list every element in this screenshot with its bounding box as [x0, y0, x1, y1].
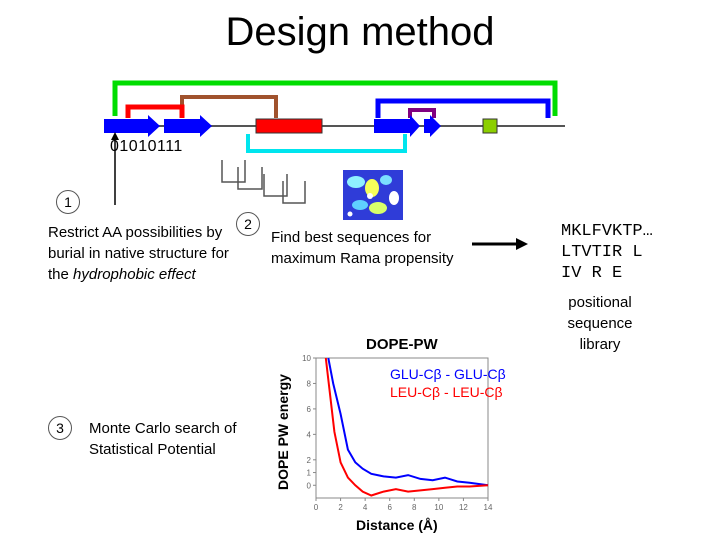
x-tick-label: 14	[484, 503, 493, 512]
green-connector	[112, 80, 558, 116]
y-tick-label: 2	[307, 456, 312, 465]
strand-4	[424, 115, 441, 137]
fragment-brackets	[221, 160, 306, 204]
strand-2	[164, 115, 212, 137]
loop-marker	[482, 118, 498, 134]
sequence-line-1: MKLFVKTP…	[561, 222, 653, 241]
y-tick-label: 8	[307, 379, 312, 388]
step-1-description: Restrict AA possibilities by burial in n…	[48, 222, 248, 285]
y-tick-label: 6	[307, 405, 312, 414]
rama-plot-thumbnail	[343, 170, 403, 220]
legend-glu: GLU-Cβ - GLU-Cβ	[390, 366, 506, 382]
series-line-glu	[327, 357, 489, 487]
x-tick-label: 0	[314, 503, 319, 512]
chart-ylabel: DOPE PW energy	[275, 374, 291, 490]
blue-connector	[375, 98, 551, 118]
y-tick-label: 4	[307, 430, 312, 439]
y-tick-label: 10	[302, 354, 311, 363]
x-tick-label: 4	[363, 503, 368, 512]
y-tick-label: 0	[307, 481, 312, 490]
helix-red	[255, 118, 323, 134]
x-tick-label: 10	[434, 503, 443, 512]
chart-xlabel: Distance (Å)	[356, 517, 438, 533]
step-3-text: Monte Carlo search of Statistical Potent…	[89, 420, 237, 458]
library-label: positional sequence library	[567, 294, 633, 353]
step-2-text: Find best sequences for maximum Rama pro…	[271, 229, 454, 267]
strand-1	[104, 115, 160, 137]
step-2-badge: 2	[236, 212, 260, 236]
step-1-badge: 1	[56, 190, 80, 214]
step-3-badge: 3	[48, 416, 72, 440]
strand-3	[374, 115, 420, 137]
series-line-leu	[324, 357, 489, 497]
cyan-connector	[246, 134, 407, 153]
brown-connector	[180, 95, 278, 118]
chart-title: DOPE-PW	[366, 336, 438, 353]
red-connector	[125, 104, 185, 118]
legend-leu: LEU-Cβ - LEU-Cβ	[390, 384, 503, 400]
purple-connector	[408, 108, 436, 118]
y-tick-label: 1	[307, 469, 312, 478]
x-tick-label: 12	[459, 503, 468, 512]
sequence-line-2: LTVTIR L	[561, 243, 643, 262]
step-1-emphasis: hydrophobic effect	[73, 266, 196, 283]
page-title: Design method	[225, 10, 495, 54]
step-1-text: Restrict AA possibilities by burial in n…	[48, 224, 229, 283]
x-tick-label: 6	[387, 503, 392, 512]
sequence-line-3: IV R E	[561, 264, 623, 283]
burial-binary-code: 01010111	[110, 138, 183, 155]
x-tick-label: 2	[338, 503, 343, 512]
plot-area	[315, 357, 489, 499]
x-tick-label: 8	[412, 503, 417, 512]
